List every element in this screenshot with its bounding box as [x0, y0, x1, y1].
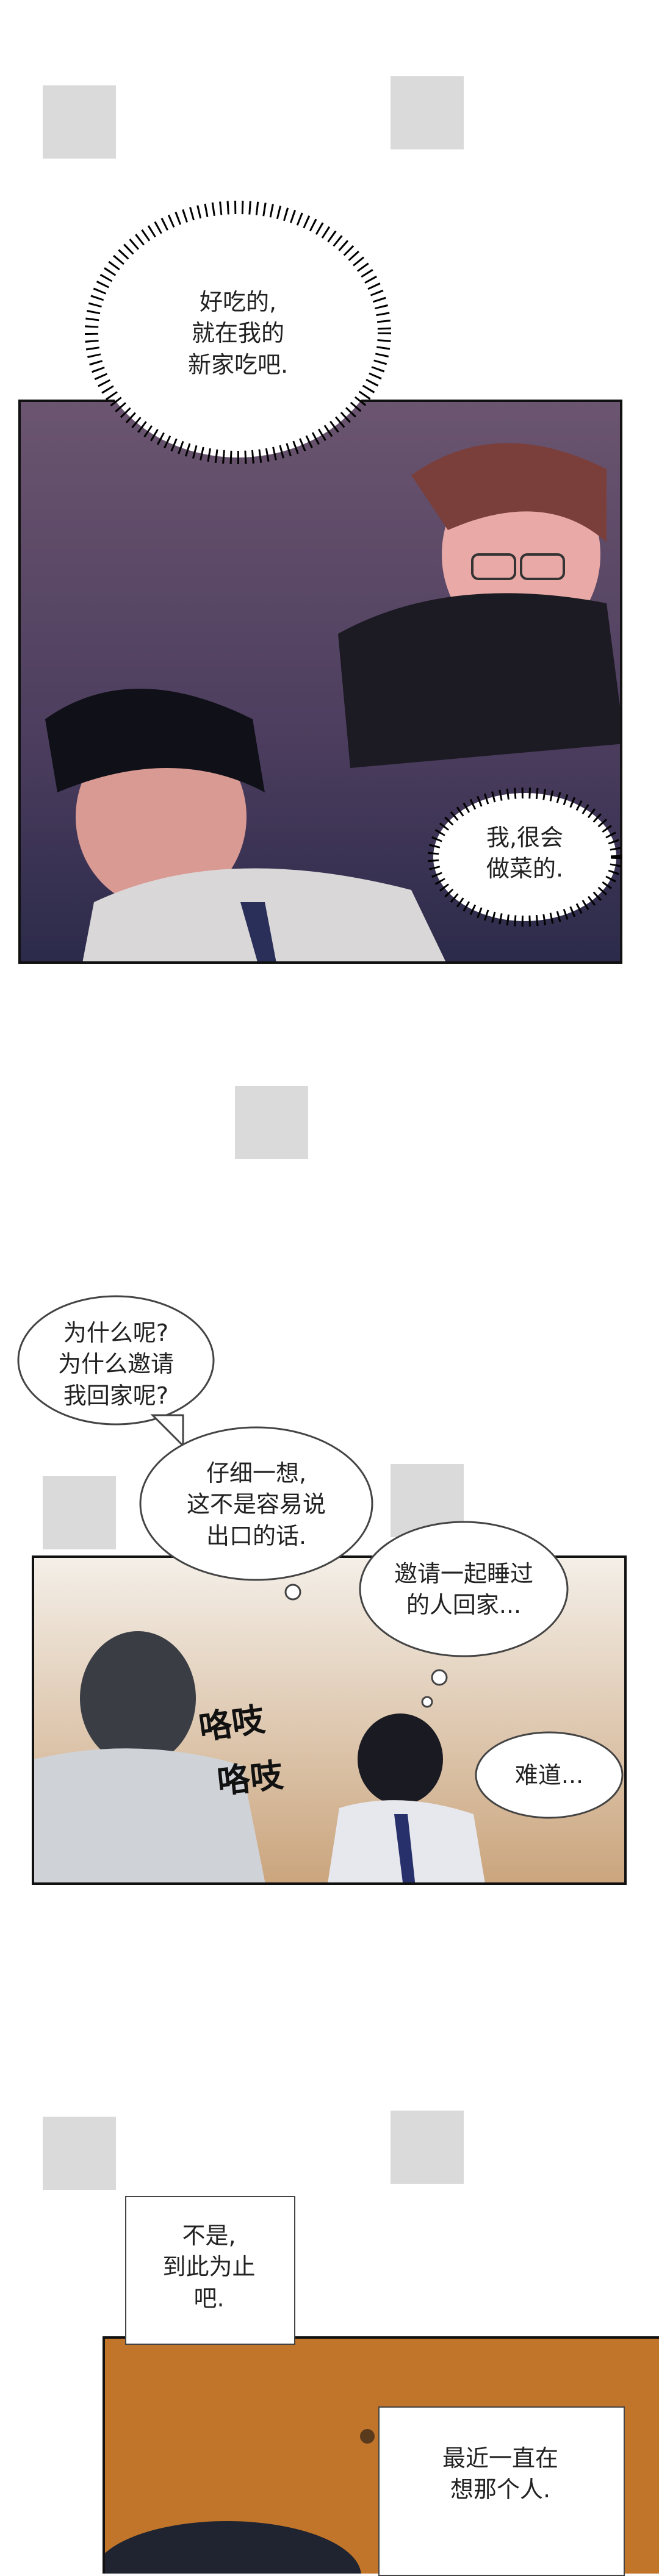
watermark-qr	[235, 1086, 308, 1159]
man-hair	[411, 443, 607, 542]
young-man-hair	[45, 689, 265, 792]
panel-2-art	[34, 1558, 624, 1882]
watermark-qr	[43, 2117, 116, 2190]
speech-bubble-3: 为什么呢? 为什么邀请 我回家呢?	[57, 1319, 174, 1409]
comic-panel-2	[32, 1555, 627, 1885]
speech-bubble-4: 仔细一想, 这不是容易说 出口的话.	[186, 1460, 326, 1549]
speech-bubble-5: 邀请一起睡过 的人回家...	[394, 1560, 533, 1619]
watermark-qr	[43, 85, 116, 159]
speech-bubble-6: 难道...	[514, 1762, 584, 1788]
speech-bubble-2: 我,很会 做菜的.	[486, 824, 564, 883]
coworker-shirt	[34, 1748, 265, 1882]
caption-text-1: 不是, 到此为止 吧.	[162, 2222, 256, 2312]
watermark-qr	[43, 1476, 116, 1549]
young-man-head	[358, 1713, 443, 1805]
panel-1-art	[21, 402, 620, 961]
dark-figure	[105, 2521, 361, 2574]
watermark-qr	[391, 2111, 464, 2184]
man-shoulder	[338, 593, 620, 768]
comic-panel-1	[18, 400, 622, 964]
glasses	[471, 553, 516, 580]
necktie-2	[394, 1814, 416, 1882]
coworker-head	[80, 1631, 196, 1765]
caption-text-2: 最近一直在 想那个人.	[442, 2445, 558, 2503]
speech-bubble-1: 好吃的, 就在我的 新家吃吧.	[187, 289, 289, 378]
watermark-qr	[391, 76, 464, 149]
watermark-qr	[391, 1464, 464, 1537]
caption-box-2	[378, 2406, 625, 2576]
necktie	[240, 902, 276, 961]
caption-box-1	[125, 2196, 295, 2345]
